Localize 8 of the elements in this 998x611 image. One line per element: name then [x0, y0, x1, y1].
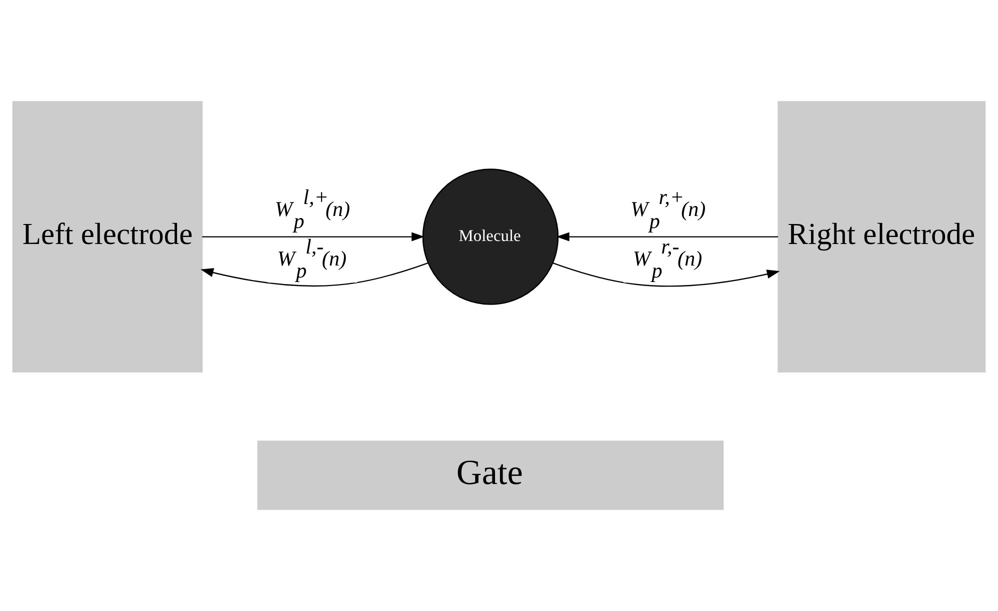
node-box: Gate	[257, 440, 724, 510]
node-box: Left electrode	[12, 101, 203, 372]
node-box: Right electrode	[778, 101, 986, 372]
arrow	[552, 262, 780, 287]
node-circle: Molecule	[422, 168, 559, 305]
arrow	[556, 232, 778, 242]
arrow	[200, 262, 428, 286]
arrow	[202, 232, 425, 242]
